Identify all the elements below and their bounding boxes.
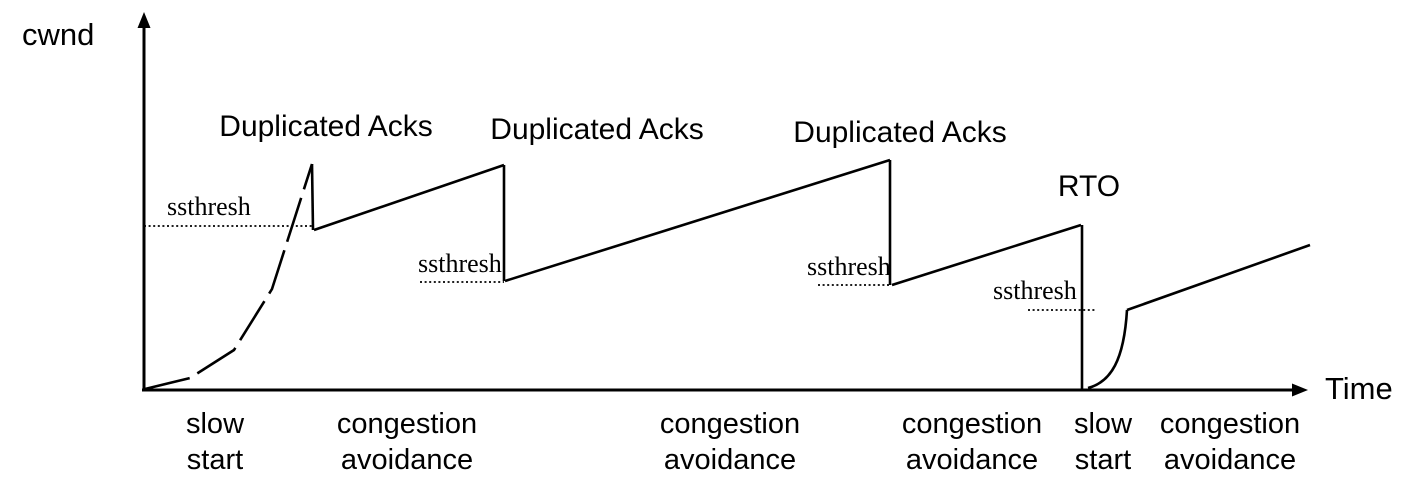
phase-congestion-avoidance-1: congestion avoidance <box>337 406 477 478</box>
phase-congestion-avoidance-4: congestion avoidance <box>1160 406 1300 478</box>
x-axis-arrowhead-icon <box>1292 383 1308 397</box>
phase-congestion-avoidance-3: congestion avoidance <box>902 406 1042 478</box>
phase-line-1: congestion <box>336 408 478 440</box>
phase-slow-start-1: slow start <box>186 406 244 478</box>
phase-line-2: avoidance <box>905 444 1039 476</box>
phase-congestion-avoidance-2: congestion avoidance <box>660 406 800 478</box>
congestion-avoidance-1 <box>313 163 505 232</box>
ssthresh-label-1: ssthresh <box>167 192 251 221</box>
x-axis-label: Time <box>1325 371 1393 406</box>
phase-line-1: slow <box>1073 408 1133 440</box>
congestion-avoidance-4 <box>1126 243 1311 312</box>
phase-slow-start-2: slow start <box>1074 406 1132 478</box>
slow-start-1 <box>144 163 314 391</box>
slow-start-2 <box>1087 309 1129 390</box>
phase-line-1: slow <box>185 408 245 440</box>
y-axis-label: cwnd <box>22 17 95 52</box>
congestion-avoidance-2 <box>504 158 891 283</box>
phase-line-1: congestion <box>1159 408 1301 440</box>
rto-label: RTO <box>1057 170 1121 203</box>
phase-line-2: avoidance <box>1163 444 1297 476</box>
phase-line-2: start <box>186 444 244 476</box>
y-axis-arrowhead-icon <box>137 12 151 28</box>
phase-line-1: congestion <box>659 408 801 440</box>
ssthresh-label-4: ssthresh <box>993 276 1077 305</box>
duplicated-acks-label-3: Duplicated Acks <box>793 116 1007 149</box>
ssthresh-label-3: ssthresh <box>807 252 891 281</box>
duplicated-acks-label-2: Duplicated Acks <box>490 113 704 146</box>
multiplicative-drop-1 <box>310 163 315 231</box>
ssthresh-label-2: ssthresh <box>418 249 502 278</box>
phase-line-1: congestion <box>901 408 1043 440</box>
phase-line-2: start <box>1074 444 1132 476</box>
phase-line-2: avoidance <box>340 444 474 476</box>
duplicated-acks-label-1: Duplicated Acks <box>219 110 433 143</box>
phase-line-2: avoidance <box>663 444 797 476</box>
congestion-avoidance-3 <box>891 223 1082 287</box>
